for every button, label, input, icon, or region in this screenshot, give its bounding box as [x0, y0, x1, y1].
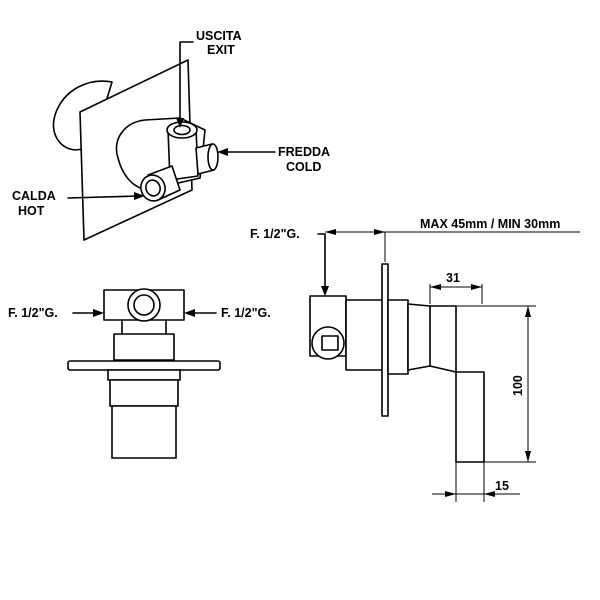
dim-31-arrow-left: [430, 284, 441, 290]
hot-arrowhead: [134, 192, 145, 200]
front-right-arrowhead: [184, 309, 195, 317]
cold-label-en: COLD: [286, 160, 321, 174]
cold-arrowhead: [217, 148, 228, 156]
dim-100-label: 100: [511, 375, 525, 396]
isometric-view: USCITA EXIT FREDDA COLD CALDA HOT: [12, 29, 330, 241]
front-thread-label-right: F. 1/2"G.: [221, 306, 271, 320]
wall-range-arrow-left: [325, 229, 336, 235]
wall-range-label: MAX 45mm / MIN 30mm: [420, 217, 560, 231]
front-view: F. 1/2"G. F. 1/2"G.: [8, 288, 271, 459]
dim-15-arrow-right: [484, 491, 495, 497]
front-collar: [107, 369, 181, 381]
outlet-label-it: USCITA: [196, 29, 242, 43]
outlet-arrowhead: [176, 118, 184, 128]
front-thread-label-left: F. 1/2"G.: [8, 306, 58, 320]
side-trim: [407, 303, 431, 371]
dim-31-arrow-right: [471, 284, 482, 290]
front-left-arrowhead: [93, 309, 104, 317]
side-collar: [387, 299, 409, 375]
side-wall-plate: [381, 263, 389, 417]
hot-inlet-bore: [145, 179, 161, 197]
side-lever: [455, 371, 485, 463]
side-lever-base: [429, 305, 457, 373]
hot-leader: [67, 195, 141, 199]
front-wall-plate: [67, 360, 221, 371]
outlet-label-en: EXIT: [207, 43, 235, 57]
front-sleeve: [109, 379, 179, 407]
side-view: F. 1/2"G. MAX 45mm / MIN 30mm 31 100 15: [250, 217, 580, 502]
dim-15-arrow-left: [445, 491, 456, 497]
dim-31-label: 31: [446, 271, 460, 285]
front-handle: [111, 405, 177, 459]
front-upper-body: [113, 333, 175, 361]
cold-label-it: FREDDA: [278, 145, 330, 159]
side-body: [345, 299, 387, 371]
front-neck: [121, 319, 167, 335]
hot-label-it: CALDA: [12, 189, 56, 203]
side-thread-arrowhead: [321, 286, 329, 296]
side-inlet-bore: [321, 335, 339, 351]
dim-100-ext: [430, 305, 536, 463]
outlet-bore: [173, 124, 191, 136]
cold-inlet-rim: [207, 143, 219, 171]
front-outlet-bore: [133, 294, 155, 316]
dim-100-arrow-bottom: [525, 451, 531, 462]
side-thread-leader: [317, 233, 326, 293]
wall-range-arrow-right: [374, 229, 385, 235]
dim-15-ext: [455, 462, 485, 502]
side-thread-label: F. 1/2"G.: [250, 227, 300, 241]
dim-15-label: 15: [495, 479, 509, 493]
hot-label-en: HOT: [18, 204, 45, 218]
dim-100-arrow-top: [525, 306, 531, 317]
outlet-leader: [179, 41, 194, 126]
